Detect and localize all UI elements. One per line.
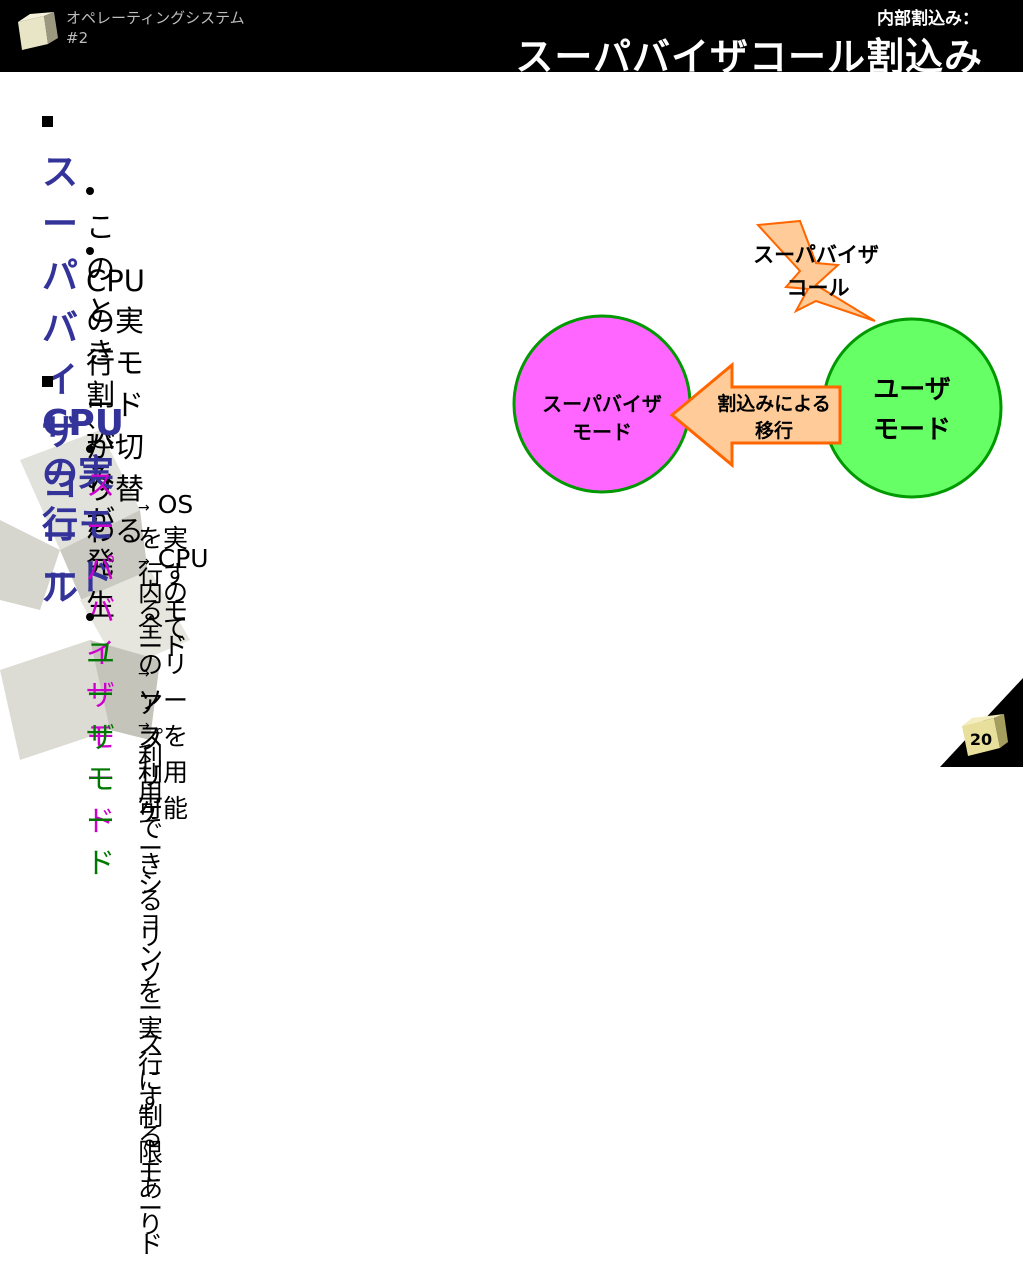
dot-bullet-icon (86, 445, 94, 453)
supervisor-circle-label-line2: モード (572, 420, 632, 444)
page-number-badge: 20 (940, 678, 1023, 767)
decorative-cubes (0, 430, 190, 760)
slide-title: スーパバイザコール割込み (515, 35, 983, 79)
transition-arrow-shape (669, 361, 842, 469)
arrow-bullet-icon: → (138, 500, 150, 516)
arrow-bullet-icon: → (138, 718, 150, 734)
list-item: →OSを実行するモード (138, 490, 194, 661)
user-circle-label-line1: ユーザ (873, 375, 950, 405)
callout-bolt-shape (755, 219, 876, 322)
course-name: オペレーティングシステム #2 (66, 9, 245, 47)
list-item: CPUの実行モードが切り替わる (86, 230, 145, 550)
arrow-bullet-icon: → (138, 554, 150, 570)
mode-diagram: スーパバイザ コール スーパバイザ モード ユーザ モード 割込みによる 移行 (512, 219, 1003, 499)
square-bullet-icon (42, 375, 53, 387)
slide-subtitle: 内部割込み： (877, 9, 979, 29)
arrow-label-line2: 移行 (755, 419, 793, 442)
list-item: このとき割込みが発生 (86, 170, 115, 624)
bullet-cpu-mode: CPUの実行モード (42, 362, 124, 600)
arrow-bullet-icon: → (138, 666, 150, 682)
dot-bullet-icon (86, 187, 94, 195)
square-bullet-icon (42, 115, 53, 127)
user-circle-label-line2: モード (873, 415, 951, 445)
arrow-label-line1: 割込みによる (717, 392, 830, 415)
page-number: 20 (970, 730, 992, 749)
callout-label-line2: コール (787, 276, 850, 300)
user-mode-circle (821, 317, 1003, 499)
cube-logo-icon (18, 12, 58, 50)
dot-bullet-icon (86, 613, 94, 621)
callout-label-line1: スーパバイザ (753, 243, 879, 267)
list-item-user-mode: ユーザモード (86, 596, 115, 882)
supervisor-circle-label-line1: スーパバイザ (542, 392, 662, 416)
list-item: →利用できるリソースに制限あり (138, 718, 164, 1239)
header-bar: オペレーティングシステム #2 内部割込み： スーパバイザコール割込み (0, 0, 1023, 79)
dot-bullet-icon (86, 247, 94, 255)
bullet-supervisor-call: スーパバイザコール (42, 102, 78, 611)
